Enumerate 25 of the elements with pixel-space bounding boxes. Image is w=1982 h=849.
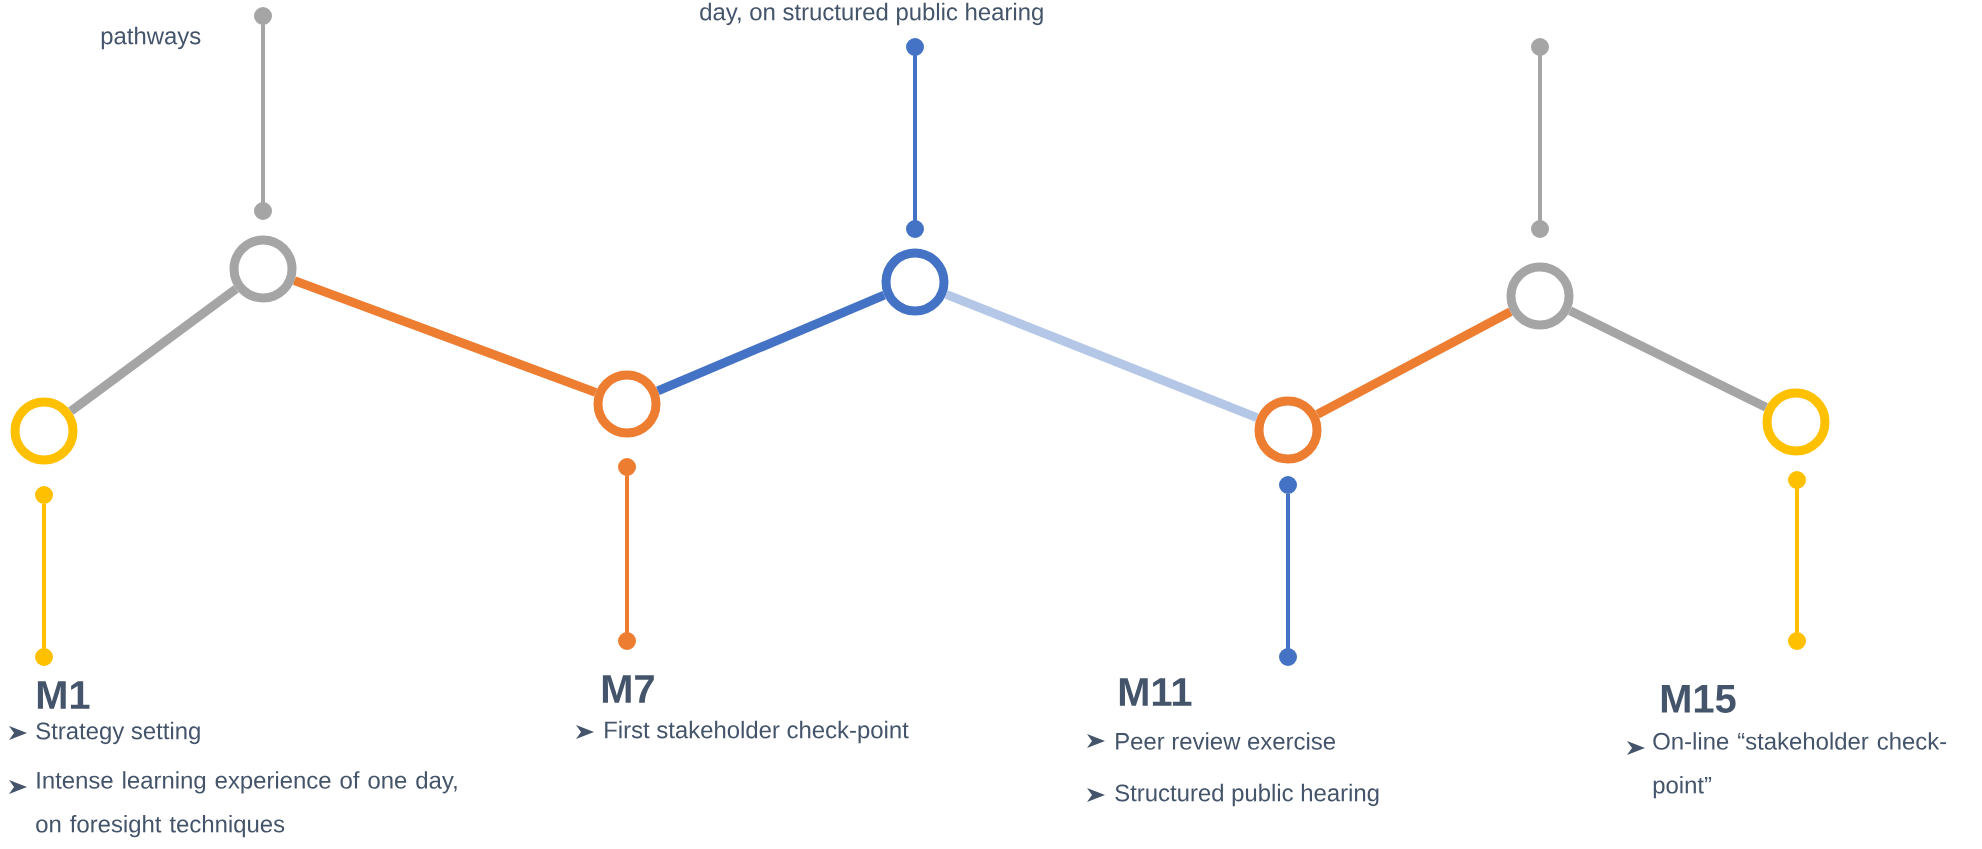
bullet-text: Peer review exercise	[1116, 732, 1335, 750]
milestone-ring	[1254, 396, 1322, 464]
bullet-text: Strategy setting	[36, 721, 200, 745]
note-text: pathways	[101, 26, 201, 50]
timeline-segment	[656, 290, 886, 396]
milestone-label: M7	[602, 675, 654, 703]
bullet-text: First stakeholder check-point	[605, 720, 909, 744]
timeline-segment	[1315, 307, 1513, 419]
milestone-ring	[1762, 388, 1830, 456]
bullet-text: On-line “stakeholder check-point”	[1653, 732, 1947, 799]
milestone-label: M15	[1661, 685, 1736, 713]
milestone-label: M1	[37, 681, 90, 709]
milestone-ring	[593, 370, 661, 438]
milestone-ring	[10, 397, 78, 465]
milestone-ring	[229, 235, 297, 303]
timeline-segment	[944, 290, 1259, 422]
milestone-ring	[1506, 262, 1574, 330]
bullet-text: Intense learning experience of one day, on foresight techniques	[36, 771, 457, 838]
timeline-segment	[292, 276, 598, 397]
timeline-segment	[1568, 306, 1768, 412]
milestone-ring	[881, 248, 949, 316]
milestone-label: M11	[1119, 678, 1192, 706]
timeline-segment	[68, 285, 239, 415]
note-text: day, on structured public hearing	[700, 2, 1043, 26]
bullet-text: Structured public hearing	[1115, 783, 1379, 807]
